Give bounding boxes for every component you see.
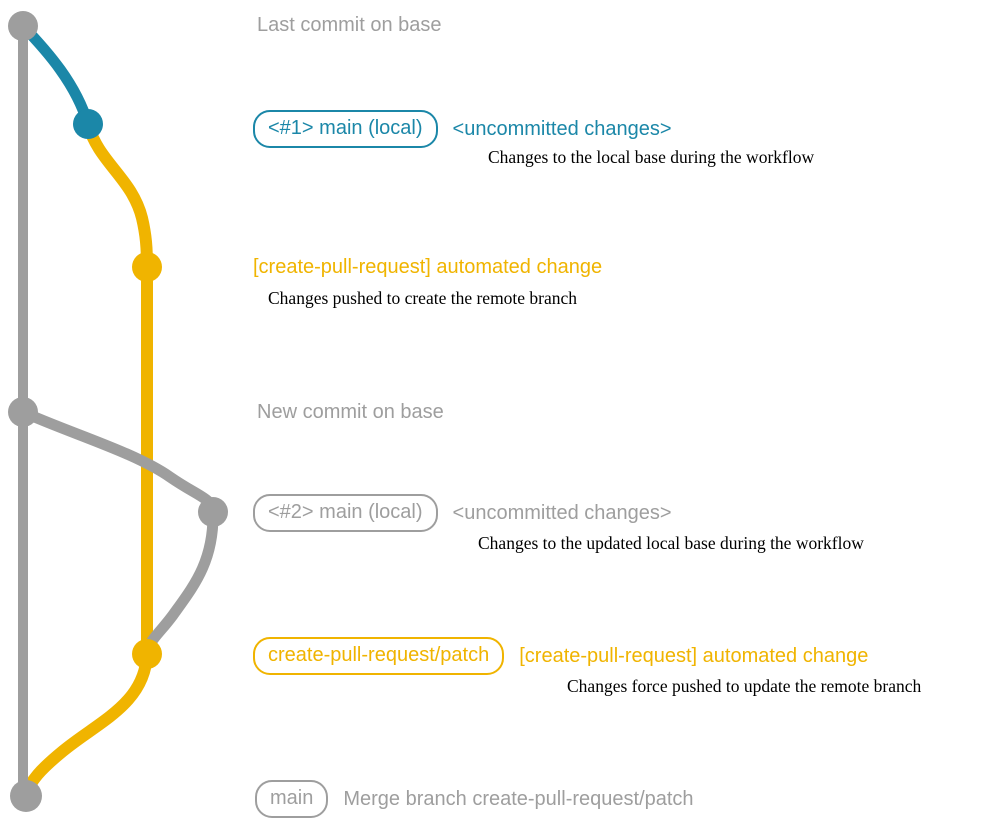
row-merge-commit: main Merge branch create-pull-request/pa… [255, 780, 694, 818]
branch-badge-main-local-2: <#2> main (local) [253, 494, 438, 532]
branch-badge-patch: create-pull-request/patch [253, 637, 505, 675]
subtitle-updated-local-base-changes: Changes to the updated local base during… [478, 533, 864, 553]
commit-dot-uncommitted-1 [73, 109, 103, 139]
merge-commit-message: Merge branch create-pull-request/patch [343, 788, 694, 810]
commit-dot-automated-2 [132, 639, 162, 669]
annotation-last-commit-on-base: Last commit on base [257, 13, 442, 37]
commit-dot-automated-1 [132, 252, 162, 282]
local-main-branch-curve [17, 20, 94, 130]
row-main-local-1: <#1> main (local) <uncommitted changes> [253, 110, 672, 148]
commit-graph [8, 11, 228, 812]
annotation-new-commit-on-base: New commit on base [257, 400, 444, 424]
automated-change-label-1: [create-pull-request] automated change [253, 256, 603, 278]
uncommitted-changes-label-2: <uncommitted changes> [452, 502, 672, 524]
commit-dot-merge [10, 780, 42, 812]
commit-dot-new-base [8, 397, 38, 427]
automated-change-label-2: [create-pull-request] automated change [519, 645, 869, 667]
base-update-curve [17, 406, 219, 518]
new-commit-label: New commit on base [257, 401, 444, 423]
patch-merge-curve [20, 648, 153, 801]
row-main-local-2: <#2> main (local) <uncommitted changes> [253, 494, 672, 532]
commit-dot-last-base [8, 11, 38, 41]
branch-badge-main: main [255, 780, 329, 818]
row-patch-branch: create-pull-request/patch [create-pull-r… [253, 637, 868, 675]
force-push-curve [141, 506, 219, 659]
subtitle-local-base-changes: Changes to the local base during the wor… [488, 147, 815, 167]
last-commit-label: Last commit on base [257, 14, 442, 36]
patch-branch-line [82, 118, 153, 660]
subtitle-force-pushed: Changes force pushed to update the remot… [567, 676, 922, 696]
row-automated-change-1: [create-pull-request] automated change [253, 255, 602, 279]
subtitle-pushed-to-create: Changes pushed to create the remote bran… [268, 288, 578, 308]
branch-badge-main-local-1: <#1> main (local) [253, 110, 438, 148]
commit-dot-uncommitted-2 [198, 497, 228, 527]
uncommitted-changes-label-1: <uncommitted changes> [452, 118, 672, 140]
